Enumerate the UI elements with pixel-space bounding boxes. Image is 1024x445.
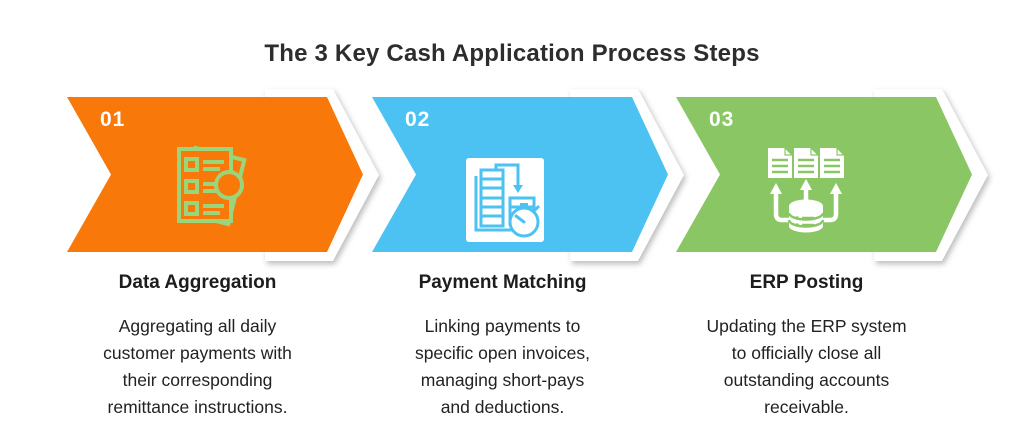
step-title: Payment Matching (418, 272, 587, 293)
step-card-payment-matching: 02 Payment Matching Lin (372, 89, 684, 417)
step-card-erp-posting: 03 (676, 89, 988, 417)
checklist-magnifier-icon (79, 137, 339, 235)
step-card-data-aggregation: 01 Data Aggregation Aggregating all dail… (67, 89, 379, 417)
step-description: Linking payments to specific open invoic… (414, 316, 591, 417)
step-arrow: 02 (372, 97, 668, 252)
documents-database-icon (676, 146, 936, 242)
step-arrow: 03 (676, 97, 972, 252)
step-description: Updating the ERP system to officially cl… (706, 316, 907, 417)
step-title: Data Aggregation (118, 272, 277, 293)
step-number: 01 (100, 108, 126, 131)
step-number: 02 (405, 108, 431, 131)
page-title: The 3 Key Cash Application Process Steps (264, 40, 760, 67)
step-number: 03 (709, 108, 735, 131)
step-description: Aggregating all daily customer payments … (103, 316, 292, 417)
step-arrow: 01 (67, 97, 363, 252)
invoice-stopwatch-icon (375, 158, 635, 242)
step-title: ERP Posting (749, 272, 864, 293)
